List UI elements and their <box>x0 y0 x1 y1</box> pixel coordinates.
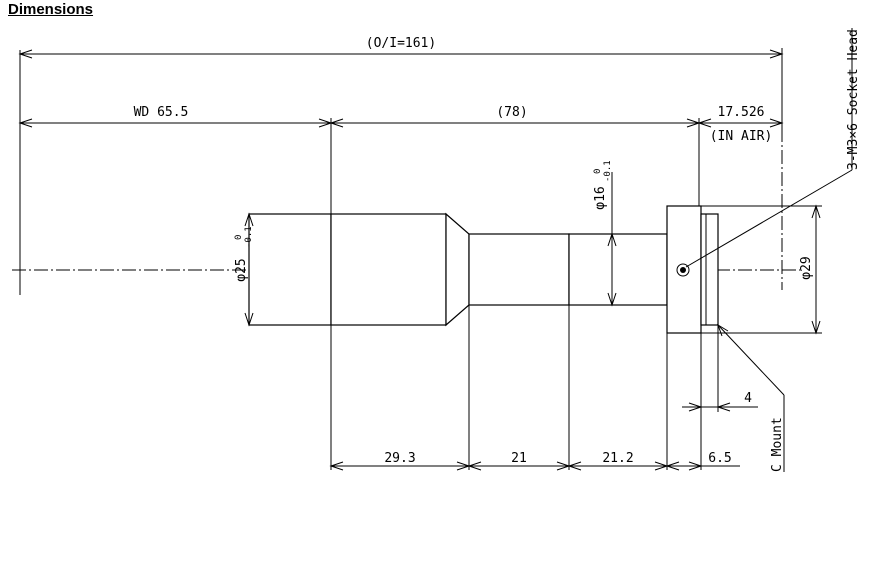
rear-tube <box>568 233 668 306</box>
dim-mount-depth: 4 <box>682 391 758 412</box>
d16-upper-tol: 0 <box>593 169 603 174</box>
dim-wd-label: WD 65.5 <box>134 105 189 120</box>
dim-overall-label: (O/I=161) <box>366 36 436 51</box>
callout-screw-label: 3-M3×6 Socket Head <box>846 29 861 170</box>
dim-seg4-label: 6.5 <box>708 451 731 466</box>
d16-lower-tol: -0.1 <box>603 160 613 182</box>
dim-bottom-row: 29.3 21 21.2 6.5 <box>329 451 740 471</box>
callout-mount-label: C Mount <box>770 417 785 472</box>
dim-seg3-label: 21.2 <box>602 451 633 466</box>
callout-screw: 3-M3×6 Socket Head <box>685 28 861 268</box>
dim-in-air-label: (IN AIR) <box>710 129 773 144</box>
d25-lower-tol: -0.1 <box>244 226 254 248</box>
d25-label: φ25 <box>234 258 249 281</box>
dim-seg2-label: 21 <box>511 451 527 466</box>
dim-d16: φ16 0 -0.1 <box>593 160 617 307</box>
taper-section <box>445 212 470 327</box>
dim-row-2: WD 65.5 (78) 17.526 (IN AIR) <box>18 105 784 144</box>
dim-mount-depth-label: 4 <box>744 391 752 406</box>
socket-screw-inner <box>680 267 686 273</box>
dim-length-label: (78) <box>496 105 527 120</box>
page-title: Dimensions <box>8 1 94 18</box>
front-barrel <box>248 213 332 326</box>
extension-lines <box>248 118 822 470</box>
dim-seg1-label: 29.3 <box>384 451 415 466</box>
callout-mount: C Mount <box>717 323 785 472</box>
socket-screw-outer <box>676 263 690 277</box>
lens-body <box>248 205 719 334</box>
dim-overall: (O/I=161) <box>18 36 784 59</box>
dim-d29: φ29 <box>799 204 821 335</box>
dim-d25: φ25 0 -0.1 <box>234 212 254 327</box>
d25-upper-tol: 0 <box>234 235 244 240</box>
d16-label: φ16 <box>593 186 608 209</box>
main-body <box>330 213 447 326</box>
c-mount-thread <box>700 213 719 326</box>
middle-tube <box>468 233 570 306</box>
d29-label: φ29 <box>799 256 814 279</box>
dim-flange-label: 17.526 <box>718 105 765 120</box>
